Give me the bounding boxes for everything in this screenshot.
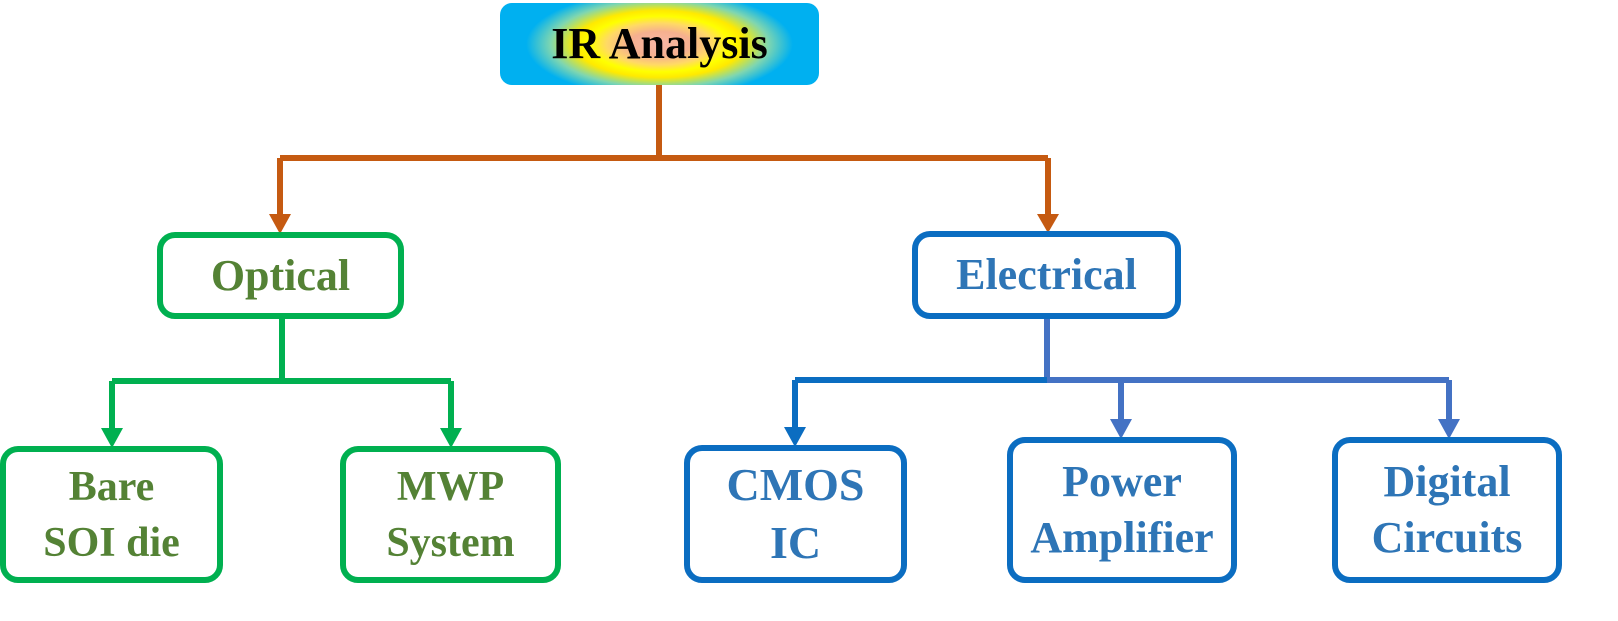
- node-ir-analysis-label: IR Analysis: [551, 19, 768, 68]
- node-electrical: Electrical: [912, 231, 1181, 319]
- arrowhead-cmos: [784, 427, 806, 447]
- node-cmos-ic: CMOS IC: [684, 445, 907, 583]
- node-cmos-ic-line-2: IC: [769, 517, 822, 568]
- arrowhead-power: [1110, 419, 1132, 439]
- arrowhead-mwp: [440, 428, 462, 448]
- node-digital-circuits-line-1: Digital: [1383, 457, 1511, 506]
- node-bare-soi-die: Bare SOI die: [0, 446, 223, 583]
- arrowhead-digital: [1438, 419, 1460, 439]
- node-mwp-system-line-2: System: [386, 519, 515, 566]
- node-bare-soi-die-line-2: SOI die: [43, 519, 180, 566]
- node-digital-circuits: Digital Circuits: [1332, 437, 1562, 583]
- node-optical: Optical: [157, 232, 404, 319]
- arrowhead-electrical: [1037, 214, 1059, 233]
- arrowhead-optical: [269, 214, 291, 234]
- node-power-amplifier-line-1: Power: [1062, 457, 1182, 506]
- node-digital-circuits-line-2: Circuits: [1371, 513, 1523, 562]
- node-bare-soi-die-line-1: Bare: [68, 463, 155, 510]
- node-cmos-ic-line-1: CMOS: [726, 459, 865, 510]
- node-electrical-label: Electrical: [956, 250, 1137, 299]
- node-mwp-system: MWP System: [340, 446, 561, 583]
- node-mwp-system-line-1: MWP: [396, 463, 505, 510]
- arrowhead-bare: [101, 428, 123, 448]
- node-power-amplifier: Power Amplifier: [1007, 437, 1237, 583]
- node-optical-label: Optical: [210, 250, 351, 300]
- node-power-amplifier-line-2: Amplifier: [1030, 513, 1214, 562]
- node-ir-analysis: IR Analysis: [500, 3, 819, 85]
